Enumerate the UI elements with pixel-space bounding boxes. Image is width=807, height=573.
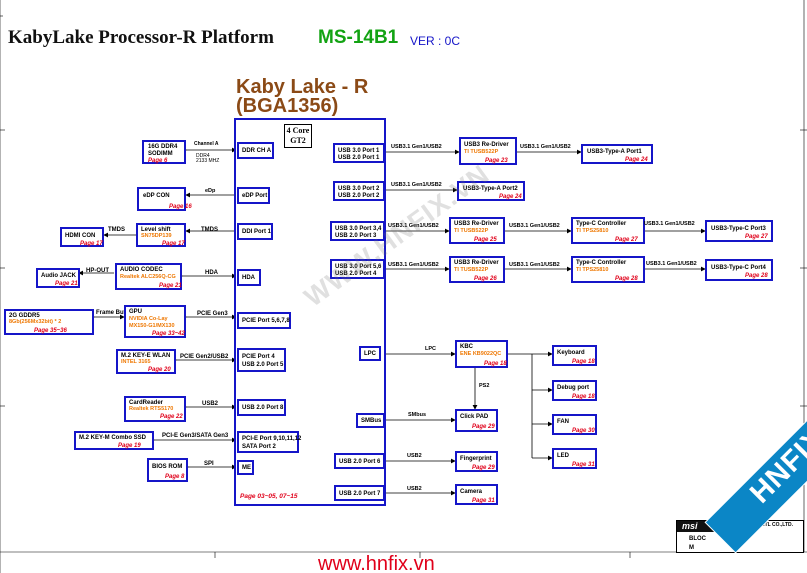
bios-rom-block: BIOS ROM Page 8 [147, 458, 188, 482]
spi-label: SPI [204, 461, 214, 467]
pcie-gen2-label: PCIE Gen2/USB2 [180, 354, 229, 360]
typec-port4-block: USB3-Type-C Port4 Page 28 [705, 259, 773, 281]
port-smbus: SMBus [356, 413, 385, 428]
camera-block: Camera Page 31 [455, 484, 498, 505]
redriver-4-block: USB3 Re-Driver TI TUSB522P Page 26 [449, 256, 505, 283]
gpu-block: GPU NVIDIA Co-Lay MX150-G1/MX130 Page 33… [124, 305, 186, 338]
audio-codec-block: AUDIO CODEC Realtek ALC256Q-CG Page 21 [115, 263, 182, 290]
smbus-link-label: SMbus [408, 412, 427, 418]
ddr-channel: Channel A [194, 141, 219, 147]
type-a-port2-block: USB3-Type-A Port2 Page 24 [457, 181, 525, 201]
redriver-1-block: USB3 Re-Driver TI TUSB522P Page 23 [459, 137, 517, 165]
ddr-type: DDR4 [196, 153, 210, 159]
usb2-link-label: USB2 [202, 401, 219, 407]
core-count-box: 4 Core GT2 [284, 124, 312, 148]
typec-port3-block: USB3-Type-C Port3 Page 27 [705, 220, 773, 242]
tmds-label-2: TMDS [201, 227, 218, 233]
usb-link-label-2: USB3.1 Gen1/USB2 [391, 182, 442, 188]
edp-link-label: eDp [205, 188, 216, 194]
typec-controller-3-block: Type-C Controller TI TPS25810 Page 27 [571, 217, 645, 244]
core-count: 4 Core [286, 126, 310, 135]
usb-link-label-4: USB3.1 Gen1/USB2 [388, 262, 439, 268]
level-shifter-block: Level shift SN75DP139 Page 17 [136, 223, 186, 247]
platform-title: KabyLake Processor-R Platform [8, 27, 274, 48]
usb-link-label-4b: USB3.1 Gen1/USB2 [509, 262, 560, 268]
port-me: ME [237, 460, 254, 475]
type-a-port1-block: USB3-Type-A Port1 Page 24 [581, 144, 653, 164]
kbc-block: KBC ENE KB9022QC Page 18 [455, 340, 508, 368]
led-block: LED Page 31 [552, 448, 597, 469]
port-usb2-7: USB 2.0 Port 7 [334, 485, 385, 501]
model-label: M [689, 545, 694, 551]
cpu-name: Kaby Lake - R [236, 76, 369, 98]
cpu-package: (BGA1356) [236, 95, 339, 117]
pcie-gen3-label: PCIE Gen3 [197, 311, 228, 317]
gpu-tier: GT2 [290, 136, 306, 145]
port-ddr: DDR CH A [237, 142, 274, 159]
company-label: NTL CO.,LTD. [761, 522, 794, 528]
wlan-block: M.2 KEY-E WLAN INTEL 3165 Page 20 [116, 349, 176, 374]
usb2-link-label-b: USB2 [407, 486, 422, 492]
block-label: BLOC [689, 536, 706, 542]
gddr5-block: 2G GDDR5 8Gb(256Mx32bit) * 2 Page 35~36 [4, 309, 94, 335]
debug-port-block: Debug port Page 18 [552, 380, 597, 401]
hdmi-connector-block: HDMI CON Page 17 [60, 227, 104, 247]
ddr-speed: 2133 MHZ [196, 158, 220, 164]
usb-link-label-3b: USB3.1 Gen1/USB2 [509, 223, 560, 229]
ps2-label: PS2 [479, 383, 490, 389]
usb-link-label-4c: USB3.1 Gen1/USB2 [646, 261, 697, 267]
ssd-block: M.2 KEY-M Combo SSD Page 19 [74, 431, 154, 450]
port-hda: HDA [237, 269, 261, 286]
keyboard-block: Keyboard Page 18 [552, 345, 597, 366]
tmds-label-1: TMDS [108, 227, 125, 233]
cardreader-block: CardReader Realtek RTS5170 Page 22 [124, 396, 186, 422]
footer-url[interactable]: www.hnfix.vn [318, 553, 435, 573]
usb-link-label-1: USB3.1 Gen1/USB2 [391, 144, 442, 150]
frame-buffer-label: Frame Buffer [96, 310, 134, 316]
port-ddi: DDI Port 1 [237, 223, 273, 240]
fan-block: FAN Page 30 [552, 414, 597, 435]
port-pcie-5678: PCIE Port 5,6,7,8 [237, 312, 291, 329]
redriver-3-block: USB3 Re-Driver TI TUSB522P Page 25 [449, 217, 505, 244]
port-edp: eDP Port [237, 187, 270, 204]
usb2-link-label-a: USB2 [407, 453, 422, 459]
typec-controller-4-block: Type-C Controller TI TPS25810 Page 28 [571, 256, 645, 283]
usb-link-label-3c: USB3.1 Gen1/USB2 [644, 221, 695, 227]
port-usb2-6: USB 2.0 Port 6 [334, 453, 385, 469]
ssd-link-label: PCI-E Gen3/SATA Gen3 [162, 433, 229, 439]
click-pad-block: Click PAD Page 29 [455, 409, 498, 432]
usb-link-label-1b: USB3.1 Gen1/USB2 [520, 144, 571, 150]
edp-connector-block: eDP CON Page 16 [137, 187, 192, 211]
fingerprint-block: Fingerprint Page 29 [455, 451, 498, 472]
hp-out-label: HP-OUT [86, 268, 109, 274]
sodimm-block: 16G DDR4 SODIMM Page 6 [142, 140, 186, 164]
msi-logo: msi [677, 521, 715, 532]
audio-jack-block: Audio JACK Page 21 [36, 268, 80, 288]
hda-link-label: HDA [205, 270, 218, 276]
port-lpc: LPC [359, 346, 381, 361]
port-usb2-8: USB 2.0 Port 8 [237, 399, 286, 416]
lpc-link-label: LPC [425, 346, 436, 352]
model-number: MS-14B1 [318, 27, 399, 48]
cpu-pages: Page 03~05, 07~15 [240, 493, 298, 500]
usb-link-label-3: USB3.1 Gen1/USB2 [388, 223, 439, 229]
version-label: VER : 0C [410, 34, 461, 48]
